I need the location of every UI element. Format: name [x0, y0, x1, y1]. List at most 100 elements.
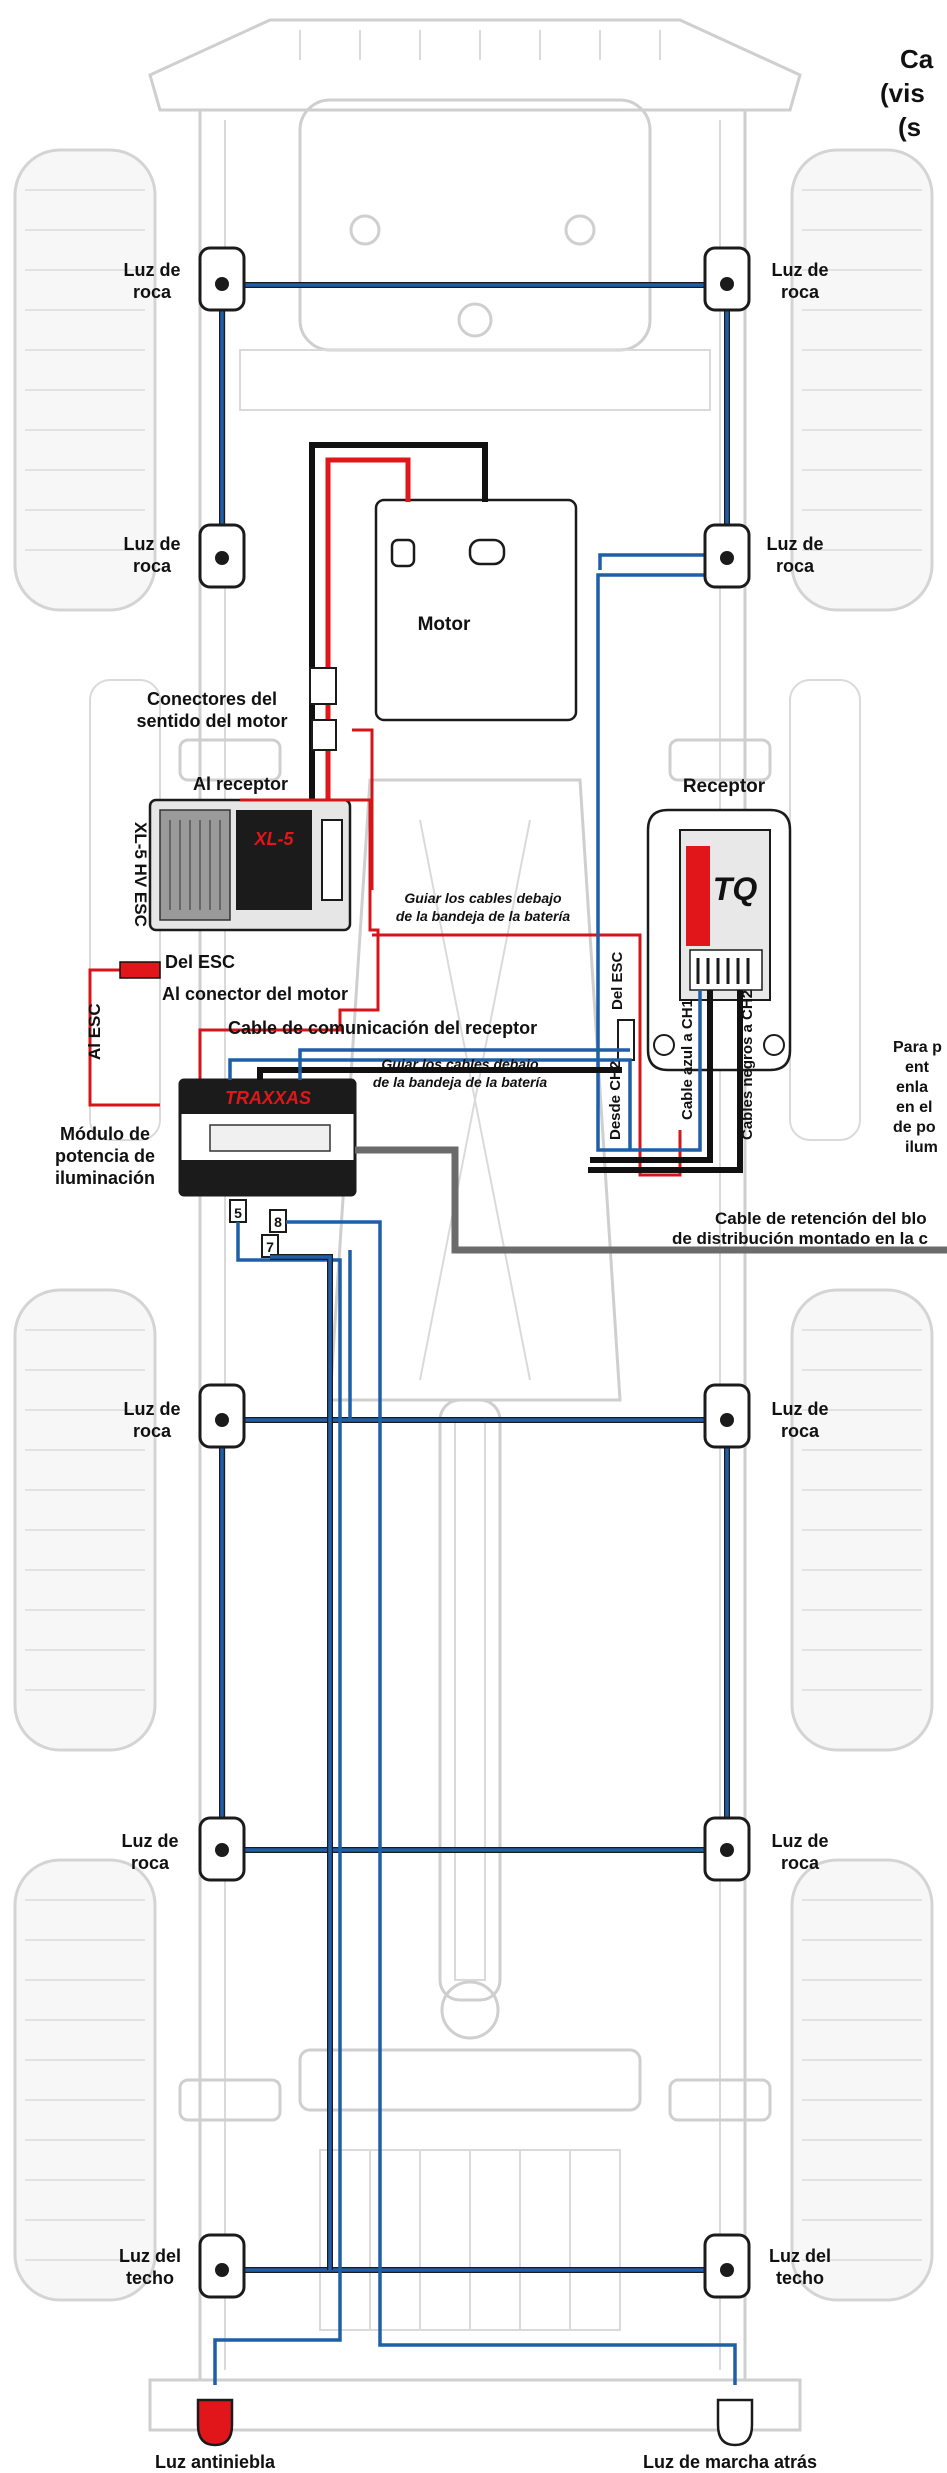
to-motor-connector-label: Al conector del motor	[162, 984, 348, 1004]
rock-light-mr-label: Luz de roca	[767, 534, 824, 576]
tire-front-left	[13, 148, 157, 612]
svg-text:techo: techo	[126, 2268, 174, 2288]
svg-text:Guiar los cables debajo: Guiar los cables debajo	[404, 890, 562, 906]
title-line-2: (vis	[880, 78, 925, 108]
port-7-label: 7	[266, 1239, 274, 1255]
ch2-plug	[617, 1019, 635, 1061]
title-line-3: (s	[898, 112, 921, 142]
svg-text:Luz de: Luz de	[772, 1399, 829, 1419]
svg-text:de po: de po	[893, 1119, 936, 1136]
from-ch2-vertical-label: Desde CH2	[607, 1061, 624, 1140]
port-5-label: 5	[234, 1205, 242, 1221]
rock-light-rl1-pod	[198, 1383, 246, 1449]
esc-vertical-label: XL-5 HV ESC	[131, 822, 150, 927]
svg-text:Luz de: Luz de	[124, 260, 181, 280]
svg-text:roca: roca	[133, 556, 172, 576]
motor-label: Motor	[418, 614, 471, 635]
svg-text:roca: roca	[776, 556, 815, 576]
roof-light-l-label: Luz del techo	[119, 2246, 181, 2288]
svg-text:ent: ent	[905, 1059, 930, 1076]
rock-light-rl2-pod	[198, 1816, 246, 1882]
svg-text:Luz de: Luz de	[767, 534, 824, 554]
rock-light-ml-pod	[198, 523, 246, 589]
svg-text:Luz del: Luz del	[119, 2246, 181, 2266]
retention-cable-label: Cable de retención del blo de distribuci…	[672, 1209, 928, 1248]
esc-unit: XL-5	[148, 798, 352, 932]
from-esc-vertical-label: Del ESC	[609, 951, 626, 1010]
svg-text:potencia de: potencia de	[55, 1146, 155, 1166]
receiver-logo: TQ	[713, 871, 758, 907]
svg-text:Luz del: Luz del	[769, 2246, 831, 2266]
rock-light-rl2-label: Luz de roca	[122, 1831, 179, 1873]
reverse-light-label: Luz de marcha atrás	[643, 2452, 817, 2472]
rock-light-rr1-label: Luz de roca	[772, 1399, 829, 1441]
receiver-label: Receptor	[683, 776, 766, 797]
svg-text:Para p: Para p	[893, 1039, 942, 1056]
rock-light-ml-label: Luz de roca	[124, 534, 181, 576]
roof-light-l-pod	[198, 2233, 246, 2299]
svg-text:iluminación: iluminación	[55, 1168, 155, 1188]
retention-cable-line	[355, 1146, 947, 1254]
svg-text:de distribución montado en la: de distribución montado en la c	[672, 1229, 928, 1248]
rock-light-rr2-label: Luz de roca	[772, 1831, 829, 1873]
svg-text:Luz de: Luz de	[122, 1831, 179, 1851]
module-brand-mark: TRAXXAS	[225, 1088, 311, 1108]
svg-text:Luz de: Luz de	[124, 534, 181, 554]
rock-light-rr2-pod	[703, 1816, 751, 1882]
light-pods	[196, 246, 754, 2447]
receiver-comm-cables	[228, 1048, 632, 1150]
motor: Motor	[374, 498, 578, 722]
route-under-tray-2: Guiar los cables debajo de la bandeja de…	[373, 1056, 548, 1090]
svg-text:Luz de: Luz de	[772, 260, 829, 280]
rock-light-fl-pod	[198, 246, 246, 312]
port-8-label: 8	[274, 1214, 282, 1230]
svg-text:sentido del motor: sentido del motor	[136, 711, 287, 731]
svg-text:ilum: ilum	[905, 1139, 938, 1156]
svg-text:Conectores del: Conectores del	[147, 689, 277, 709]
svg-text:roca: roca	[131, 1853, 170, 1873]
svg-text:enla: enla	[896, 1079, 928, 1096]
motor-terminal-left	[390, 538, 416, 568]
motor-connector-upper	[309, 667, 337, 705]
title-line-1: Ca	[900, 44, 934, 74]
rock-light-rl1-label: Luz de roca	[124, 1399, 181, 1441]
svg-text:roca: roca	[133, 1421, 172, 1441]
tire-mid-right	[790, 1288, 934, 1752]
motor-connector-lower	[311, 719, 337, 751]
svg-text:Cable de retención del blo: Cable de retención del blo	[715, 1209, 927, 1228]
svg-text:Luz de: Luz de	[772, 1831, 829, 1851]
receiver: TQ	[646, 808, 792, 1072]
rock-light-fl-label: Luz de roca	[124, 260, 181, 302]
blue-to-ch1-label: Cable azul a CH1	[679, 999, 696, 1120]
reverse-light-pod	[716, 2398, 754, 2447]
motor-terminal-right	[468, 538, 506, 566]
to-esc-vertical-label: Al ESC	[85, 1003, 104, 1060]
to-receiver-label: Al receptor	[193, 774, 288, 794]
svg-text:de la bandeja de la batería: de la bandeja de la batería	[373, 1074, 548, 1090]
svg-text:Módulo de: Módulo de	[60, 1124, 150, 1144]
svg-text:techo: techo	[776, 2268, 824, 2288]
from-esc-label: Del ESC	[165, 952, 235, 972]
lighting-module-label: Módulo de potencia de iluminación	[55, 1124, 155, 1188]
svg-text:Guiar los cables debajo: Guiar los cables debajo	[381, 1056, 539, 1072]
lighting-power-module: TRAXXAS	[178, 1078, 357, 1197]
rock-light-rr1-pod	[703, 1383, 751, 1449]
side-note: Para p ent enla en el de po ilum	[893, 1039, 942, 1156]
tire-front-right	[790, 148, 934, 612]
svg-text:roca: roca	[781, 1421, 820, 1441]
rock-light-mr-pod	[703, 523, 751, 589]
tire-mid-left	[13, 1288, 157, 1752]
roof-light-r-label: Luz del techo	[769, 2246, 831, 2288]
esc-brand-mark: XL-5	[253, 829, 294, 849]
motor-connectors-label: Conectores del sentido del motor	[136, 689, 287, 731]
esc-plug	[119, 961, 161, 979]
fog-light-pod	[196, 2398, 234, 2447]
motor-wires	[309, 442, 488, 870]
svg-text:roca: roca	[781, 1853, 820, 1873]
svg-text:de la bandeja de la batería: de la bandeja de la batería	[396, 908, 571, 924]
receiver-comm-cable-label: Cable de comunicación del receptor	[228, 1018, 537, 1038]
rock-light-fr-pod	[703, 246, 751, 312]
svg-text:en el: en el	[896, 1099, 932, 1116]
route-under-tray-1: Guiar los cables debajo de la bandeja de…	[396, 890, 571, 924]
